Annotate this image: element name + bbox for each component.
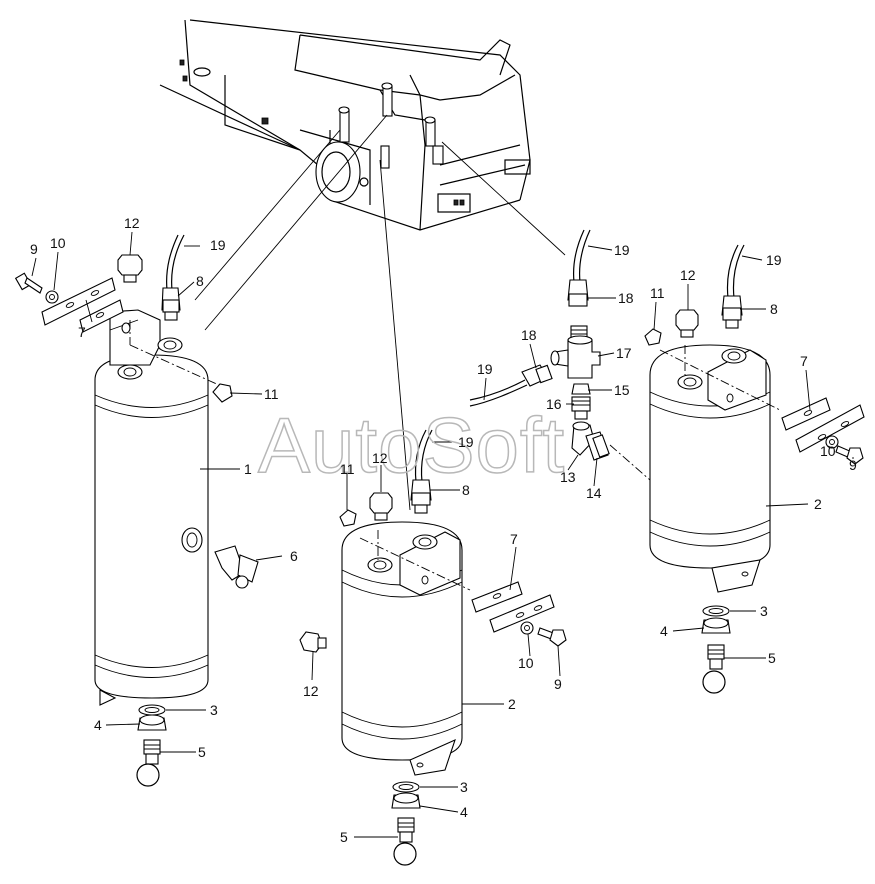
callout-18: 18	[521, 327, 537, 343]
callout-8: 8	[462, 482, 470, 498]
callout-3: 3	[210, 702, 218, 718]
callout-7: 7	[78, 324, 86, 340]
callout-8: 8	[196, 273, 204, 289]
callout-12: 12	[372, 450, 388, 466]
callout-12: 12	[680, 267, 696, 283]
bus-leader-lines	[194, 114, 566, 511]
bus-outline	[159, 19, 531, 231]
callout-19: 19	[766, 252, 782, 268]
callout-labels: 9 10 12 19 8 7 11 1 6 3 4 5 11 12 19 8 7…	[30, 215, 857, 845]
callout-5: 5	[340, 829, 348, 845]
callout-2: 2	[508, 696, 516, 712]
callout-4: 4	[660, 623, 668, 639]
tank-middle-fittings	[299, 429, 567, 866]
callout-3: 3	[760, 603, 768, 619]
watermark: AutoSoft	[258, 401, 565, 489]
callout-leaders	[31, 231, 854, 838]
callout-4: 4	[94, 717, 102, 733]
air-tank-middle	[341, 521, 471, 776]
fitting-assembly	[469, 229, 651, 481]
callout-8: 8	[770, 301, 778, 317]
callout-17: 17	[616, 345, 632, 361]
callout-19: 19	[477, 361, 493, 377]
callout-9: 9	[554, 676, 562, 692]
callout-15: 15	[614, 382, 630, 398]
callout-4: 4	[460, 804, 468, 820]
callout-11: 11	[340, 461, 355, 477]
callout-13: 13	[560, 469, 576, 485]
callout-12: 12	[303, 683, 319, 699]
callout-16: 16	[546, 396, 562, 412]
callout-5: 5	[768, 650, 776, 666]
callout-7: 7	[800, 353, 808, 369]
callout-10: 10	[518, 655, 534, 671]
callout-6: 6	[290, 548, 298, 564]
callout-1: 1	[244, 461, 252, 477]
callout-11: 11	[650, 285, 665, 301]
callout-7: 7	[510, 531, 518, 547]
air-tank-1	[94, 309, 231, 706]
tank-right-fittings	[644, 244, 865, 694]
callout-5: 5	[198, 744, 206, 760]
callout-3: 3	[460, 779, 468, 795]
callout-10: 10	[50, 235, 66, 251]
callout-9: 9	[30, 241, 38, 257]
callout-14: 14	[586, 485, 602, 501]
callout-11: 11	[264, 386, 279, 402]
callout-12: 12	[124, 215, 140, 231]
callout-2: 2	[814, 496, 822, 512]
callout-9: 9	[849, 457, 857, 473]
callout-19: 19	[614, 242, 630, 258]
air-tank-right	[649, 344, 781, 593]
callout-19: 19	[210, 237, 226, 253]
callout-19: 19	[458, 434, 474, 450]
tank1-fittings	[14, 234, 259, 787]
callout-18: 18	[618, 290, 634, 306]
callout-10: 10	[820, 443, 836, 459]
